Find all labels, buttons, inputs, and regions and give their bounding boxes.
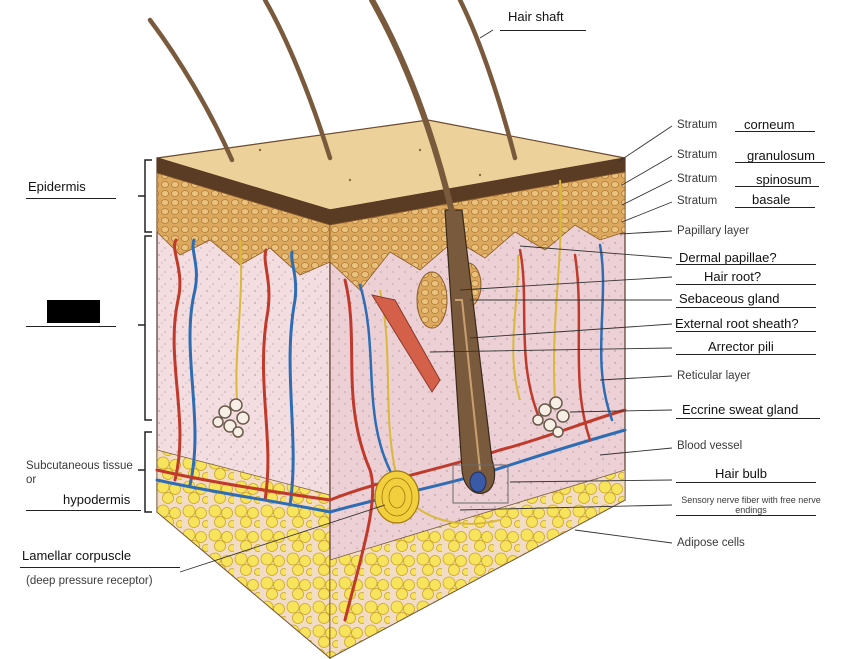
answer-line: [735, 207, 815, 208]
label-hair-bulb: Hair bulb: [715, 467, 767, 480]
answer-line: [676, 515, 816, 516]
redacted-dermis-label: [47, 300, 100, 323]
answer-line: [735, 186, 819, 187]
label-granulosum: granulosum: [747, 149, 815, 162]
answer-line: [676, 331, 816, 332]
label-arrector-pili: Arrector pili: [708, 340, 774, 353]
answer-line: [676, 284, 816, 285]
answer-line: [735, 131, 815, 132]
answer-line: [676, 418, 820, 419]
answer-line: [676, 482, 816, 483]
label-papillary-layer: Papillary layer: [677, 226, 749, 238]
answer-line: [676, 354, 816, 355]
answer-line: [26, 510, 141, 511]
label-blood-vessel: Blood vessel: [677, 441, 742, 453]
answer-line: [500, 30, 586, 31]
label-reticular-layer: Reticular layer: [677, 371, 751, 383]
label-subcutaneous: Subcutaneous tissue or: [26, 460, 146, 488]
front-face: [157, 158, 330, 658]
answer-line: [26, 198, 116, 199]
label-stratum-4: Stratum: [677, 196, 717, 208]
lamellar-corpuscle: [375, 471, 419, 523]
label-stratum-1: Stratum: [677, 120, 717, 132]
label-corneum: corneum: [744, 118, 795, 131]
label-sebaceous-gland: Sebaceous gland: [679, 292, 779, 305]
label-stratum-2: Stratum: [677, 150, 717, 162]
answer-line: [735, 162, 825, 163]
label-epidermis: Epidermis: [28, 180, 86, 193]
label-hypodermis: hypodermis: [63, 493, 130, 506]
label-basale: basale: [752, 193, 790, 206]
answer-line: [676, 264, 816, 265]
label-adipose-cells: Adipose cells: [677, 538, 745, 550]
label-sensory-nerve: Sensory nerve fiber with free nerve endi…: [676, 495, 826, 516]
answer-line: [676, 307, 816, 308]
answer-line: [20, 567, 180, 568]
label-lamellar-corpuscle: Lamellar corpuscle: [22, 549, 131, 562]
label-hair-shaft: Hair shaft: [508, 10, 564, 23]
answer-line: [26, 326, 116, 327]
label-hair-root: Hair root?: [704, 270, 761, 283]
label-external-root-sheath: External root sheath?: [675, 317, 799, 330]
label-deep-pressure-receptor: (deep pressure receptor): [26, 576, 153, 588]
label-eccrine-sweat-gland: Eccrine sweat gland: [682, 403, 798, 416]
label-stratum-3: Stratum: [677, 174, 717, 186]
label-dermal-papillae: Dermal papillae?: [679, 251, 777, 264]
label-spinosum: spinosum: [756, 173, 812, 186]
